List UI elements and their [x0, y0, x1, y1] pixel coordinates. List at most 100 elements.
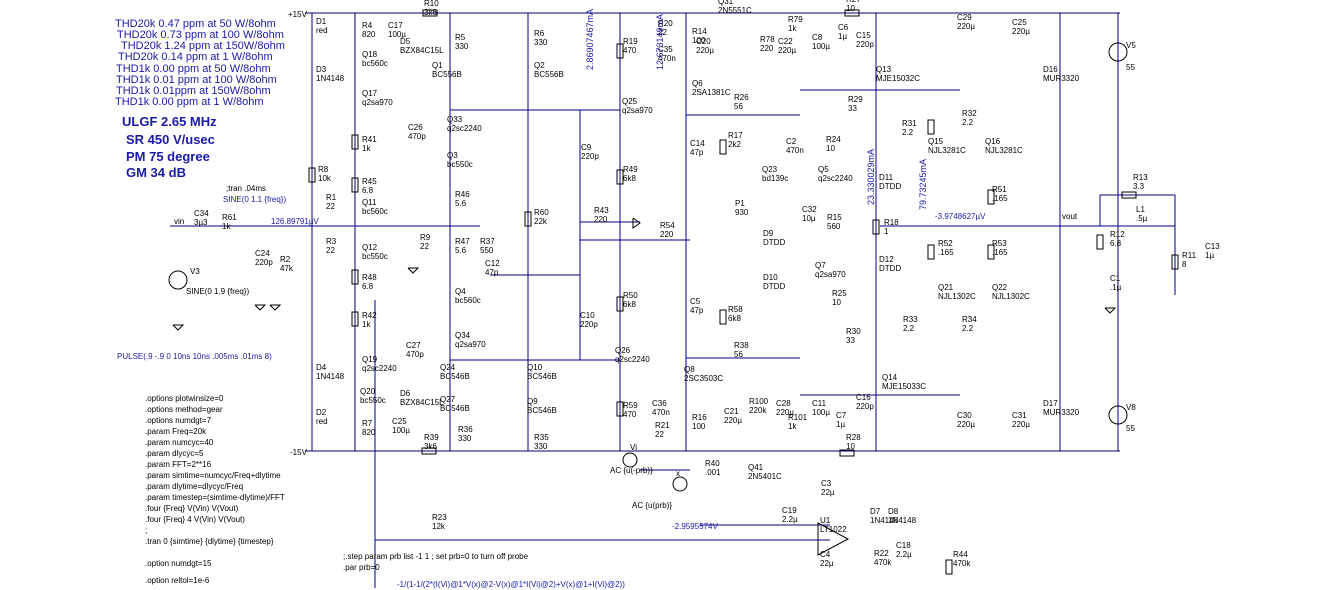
component-ref: R61	[222, 213, 237, 222]
component-ref: R1	[326, 193, 337, 202]
component-value: bc560c	[362, 207, 388, 216]
component-value: .1µ	[1110, 283, 1122, 292]
component-ref: D10	[763, 273, 778, 282]
component-ref: Q22	[992, 283, 1008, 292]
component-ref: R7	[362, 419, 373, 428]
directive-line: .option numdgt=15	[145, 559, 212, 568]
component-value: 22	[658, 28, 667, 37]
component-value: NJL1302C	[938, 292, 976, 301]
directive-line: .option reltol=1e-6	[145, 576, 210, 585]
component-value: q2sc2240	[818, 174, 853, 183]
component-ref: C8	[812, 33, 823, 42]
component-value: 1µ	[838, 32, 847, 41]
component-ref: R14	[692, 27, 707, 36]
component-ref: C29	[957, 13, 972, 22]
component-ref: R36	[458, 425, 473, 434]
component-value: 2SA1381C	[692, 88, 731, 97]
component-value: 550	[480, 246, 494, 255]
component-value: 6.8	[1110, 239, 1122, 248]
component-ref: C7	[836, 411, 847, 420]
component-ref: R12	[1110, 230, 1125, 239]
component-value: 47p	[690, 148, 704, 157]
component-ref: C6	[838, 23, 849, 32]
component-ref: R35	[534, 433, 549, 442]
directive-line: .four {Freq} 4 V(Vin) V(Vout)	[145, 515, 245, 524]
component-ref: R32	[962, 109, 977, 118]
component-value: BZX84C15L	[400, 398, 444, 407]
component-ref: Q33	[447, 115, 463, 124]
component-ref: C21	[724, 407, 739, 416]
component-value: 1k	[362, 320, 371, 329]
component-ref: C12	[485, 259, 500, 268]
component-ref: R47	[455, 237, 470, 246]
component-value: 56	[734, 102, 743, 111]
component-ref: C9	[581, 143, 592, 152]
component-value: BC556B	[432, 70, 462, 79]
component-ref: R41	[362, 135, 377, 144]
label-v5-value: 55	[1126, 63, 1135, 72]
component-ref: Q9	[527, 397, 538, 406]
component-value: 2.2	[962, 324, 974, 333]
component-ref: C32	[802, 205, 817, 214]
component-ref: R28	[846, 433, 861, 442]
note-line: THD1k 0.00 ppm at 50 W/8ohm	[116, 63, 271, 75]
component-ref: R50	[623, 291, 638, 300]
component-ref: R45	[362, 177, 377, 186]
sine-bottom: SINE(0 1.9 {freq})	[186, 287, 250, 296]
component-value: 3k6	[424, 442, 437, 451]
component-value: 1N4148	[316, 372, 345, 381]
label-x: x	[676, 469, 680, 478]
component-value: 1	[884, 227, 889, 236]
component-ref: C18	[896, 541, 911, 550]
component-ref: Q10	[527, 363, 543, 372]
component-ref: Q8	[684, 365, 695, 374]
component-ref: D2	[316, 408, 327, 417]
component-value: 6k8	[728, 314, 741, 323]
component-ref: C24	[255, 249, 270, 258]
component-ref: Q12	[362, 243, 378, 252]
component-value: 220µ	[776, 408, 794, 417]
component-ref: Q7	[815, 261, 826, 270]
component-ref: R34	[962, 315, 977, 324]
component-ref: R20	[658, 19, 673, 28]
component-value: 100µ	[812, 42, 830, 51]
component-value: q2sa970	[362, 98, 393, 107]
component-value: BC546B	[527, 372, 557, 381]
component-value: 22	[655, 430, 664, 439]
component-value: 47k	[280, 264, 294, 273]
component-ref: D11	[879, 173, 894, 182]
probe-current-2: 12.673149mA	[655, 13, 665, 70]
label-vout: vout	[1062, 212, 1078, 221]
directive-line: .param simtime=numcyc/Freq+dlytime	[145, 471, 281, 480]
component-value: 470k	[874, 558, 892, 567]
component-ref: R10	[424, 0, 439, 8]
component-value: bc550c	[447, 160, 473, 169]
component-value: 470	[623, 410, 637, 419]
component-ref: Q20	[360, 387, 376, 396]
component-value: q2sa970	[622, 106, 653, 115]
node-voltage-n2: -2.9595574V	[672, 522, 718, 531]
pulse-note: PULSE(.9 -.9 0 10ns 10ns .005ms .01ms 8)	[117, 352, 272, 361]
component-value: 1µ	[836, 420, 845, 429]
component-value: 33	[848, 104, 857, 113]
component-ref: R25	[832, 289, 847, 298]
signal-wires	[170, 89, 1176, 588]
ground-symbols	[172, 217, 1117, 331]
component-value: 930	[735, 208, 749, 217]
component-value: 470n	[786, 146, 804, 155]
component-ref: C1	[1110, 274, 1121, 283]
component-value: 22µ	[821, 488, 835, 497]
component-ref: R5	[455, 33, 466, 42]
spec-pm: PM 75 degree	[126, 149, 210, 164]
component-ref: R21	[655, 421, 670, 430]
component-value: MJE15033C	[882, 382, 926, 391]
component-ref: R58	[728, 305, 743, 314]
component-labels: D1redD31N4148D41N4148D2redR4820R7820Q18b…	[194, 0, 1220, 568]
component-value: 100µ	[392, 426, 410, 435]
component-value: 470k	[953, 559, 971, 568]
component-ref: Q17	[362, 89, 378, 98]
component-ref: Q6	[692, 79, 703, 88]
component-value: 220	[760, 44, 774, 53]
component-value: 47p	[485, 268, 499, 277]
